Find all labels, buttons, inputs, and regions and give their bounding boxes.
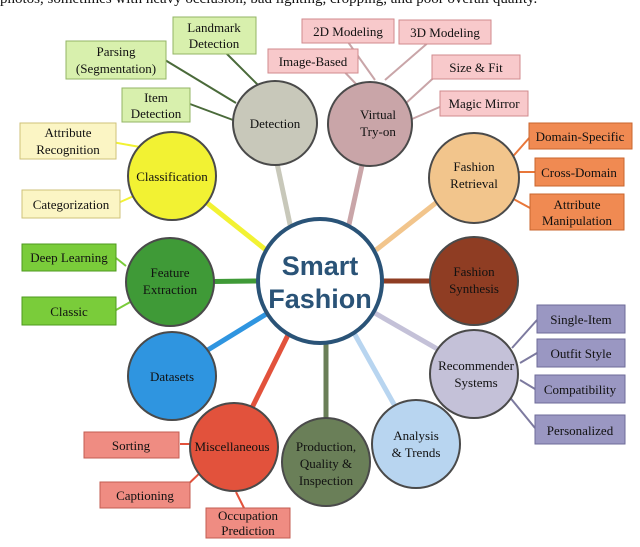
leaf-captioning: Captioning	[99, 481, 191, 509]
node-fashion-synthesis: Fashion Synthesis	[429, 236, 519, 326]
svg-text:Fashion: Fashion	[268, 284, 372, 314]
node-fashion-retrieval: Fashion Retrieval	[428, 132, 520, 224]
node-recommender-systems: Recommender Systems	[429, 329, 519, 419]
svg-text:Landmark: Landmark	[187, 20, 241, 35]
svg-text:Magic Mirror: Magic Mirror	[448, 96, 520, 111]
leaf-magic-mirror: Magic Mirror	[439, 90, 529, 117]
svg-text:Miscellaneous: Miscellaneous	[194, 439, 269, 454]
caption-text-top: photos, sometimes with heavy occlusion, …	[0, 0, 640, 9]
svg-text:Attribute: Attribute	[554, 197, 601, 212]
svg-text:Systems: Systems	[454, 375, 497, 390]
svg-text:Domain-Specific: Domain-Specific	[536, 129, 625, 144]
svg-text:Prediction: Prediction	[221, 523, 275, 538]
svg-text:Inspection: Inspection	[299, 473, 354, 488]
leaf-personalized: Personalized	[534, 414, 626, 445]
node-datasets: Datasets	[127, 331, 217, 421]
svg-text:Manipulation: Manipulation	[542, 213, 613, 228]
node-miscellaneous: Miscellaneous	[189, 402, 279, 492]
svg-text:Compatibility: Compatibility	[544, 382, 617, 397]
svg-text:(Segmentation): (Segmentation)	[76, 61, 156, 76]
svg-text:Feature: Feature	[151, 265, 190, 280]
leaf-2d-modeling: 2D Modeling	[301, 18, 395, 44]
leaf-outfit-style: Outfit Style	[536, 338, 626, 368]
svg-text:Outfit Style: Outfit Style	[550, 346, 611, 361]
svg-text:Size & Fit: Size & Fit	[449, 60, 503, 75]
svg-text:Captioning: Captioning	[116, 488, 174, 503]
svg-text:& Trends: & Trends	[392, 445, 441, 460]
svg-text:Analysis: Analysis	[393, 428, 439, 443]
svg-text:Synthesis: Synthesis	[449, 281, 499, 296]
svg-text:3D Modeling: 3D Modeling	[410, 25, 480, 40]
svg-text:Recommender: Recommender	[438, 358, 514, 373]
leaf-sorting: Sorting	[83, 431, 180, 459]
leaf-parsing-segmentation: Parsing (Segmentation)	[65, 40, 167, 80]
svg-text:Sorting: Sorting	[112, 438, 151, 453]
svg-text:Attribute: Attribute	[45, 125, 92, 140]
hub-smart-fashion: Smart Fashion	[256, 217, 384, 345]
node-virtual-try-on: Virtual Try-on	[327, 81, 413, 167]
leaf-attribute-recognition: Attribute Recognition	[19, 122, 117, 160]
node-classification: Classification	[127, 131, 217, 221]
node-analysis-trends: Analysis & Trends	[371, 399, 461, 489]
svg-text:Parsing: Parsing	[97, 44, 137, 59]
svg-text:Categorization: Categorization	[33, 197, 110, 212]
node-production-quality-inspection: Production, Quality & Inspection	[281, 417, 371, 507]
node-detection: Detection	[232, 80, 318, 166]
leaf-connectors	[111, 40, 538, 509]
node-feature-extraction: Feature Extraction	[125, 237, 215, 327]
svg-text:Item: Item	[144, 90, 168, 105]
svg-text:Detection: Detection	[189, 36, 240, 51]
leaf-classic: Classic	[21, 296, 117, 326]
svg-text:Classification: Classification	[136, 169, 208, 184]
svg-text:Cross-Domain: Cross-Domain	[541, 165, 617, 180]
svg-text:Datasets: Datasets	[150, 369, 194, 384]
svg-text:Personalized: Personalized	[547, 423, 614, 438]
svg-text:2D Modeling: 2D Modeling	[313, 24, 383, 39]
leaf-compatibility: Compatibility	[534, 374, 626, 404]
leaf-image-based: Image-Based	[267, 48, 359, 74]
leaf-single-item: Single-Item	[536, 304, 626, 334]
svg-text:Extraction: Extraction	[143, 282, 198, 297]
leaf-cross-domain: Cross-Domain	[534, 157, 625, 187]
svg-text:Image-Based: Image-Based	[279, 54, 348, 69]
svg-text:Smart: Smart	[282, 251, 359, 281]
svg-text:Recognition: Recognition	[36, 142, 100, 157]
svg-text:Try-on: Try-on	[360, 124, 396, 139]
svg-text:Single-Item: Single-Item	[550, 312, 611, 327]
leaf-size-fit: Size & Fit	[431, 54, 521, 80]
svg-text:Fashion: Fashion	[453, 159, 495, 174]
svg-text:Fashion: Fashion	[453, 264, 495, 279]
svg-text:Detection: Detection	[250, 116, 301, 131]
leaf-item-detection: Item Detection	[121, 87, 191, 123]
svg-text:Classic: Classic	[50, 304, 88, 319]
svg-text:Occupation: Occupation	[218, 508, 278, 523]
leaf-3d-modeling: 3D Modeling	[398, 19, 492, 45]
leaf-categorization: Categorization	[21, 189, 121, 219]
leaf-occupation-prediction: Occupation Prediction	[205, 507, 291, 539]
svg-text:Quality &: Quality &	[300, 456, 352, 471]
leaf-attribute-manipulation: Attribute Manipulation	[529, 193, 625, 231]
svg-text:Virtual: Virtual	[360, 107, 396, 122]
leaf-domain-specific: Domain-Specific	[528, 122, 633, 150]
svg-text:Retrieval: Retrieval	[450, 176, 498, 191]
svg-text:Production,: Production,	[296, 439, 356, 454]
leaf-deep-learning: Deep Learning	[21, 243, 117, 272]
leaf-landmark-detection: Landmark Detection	[172, 16, 257, 55]
svg-text:Deep Learning: Deep Learning	[30, 250, 108, 265]
svg-text:Detection: Detection	[131, 106, 182, 121]
